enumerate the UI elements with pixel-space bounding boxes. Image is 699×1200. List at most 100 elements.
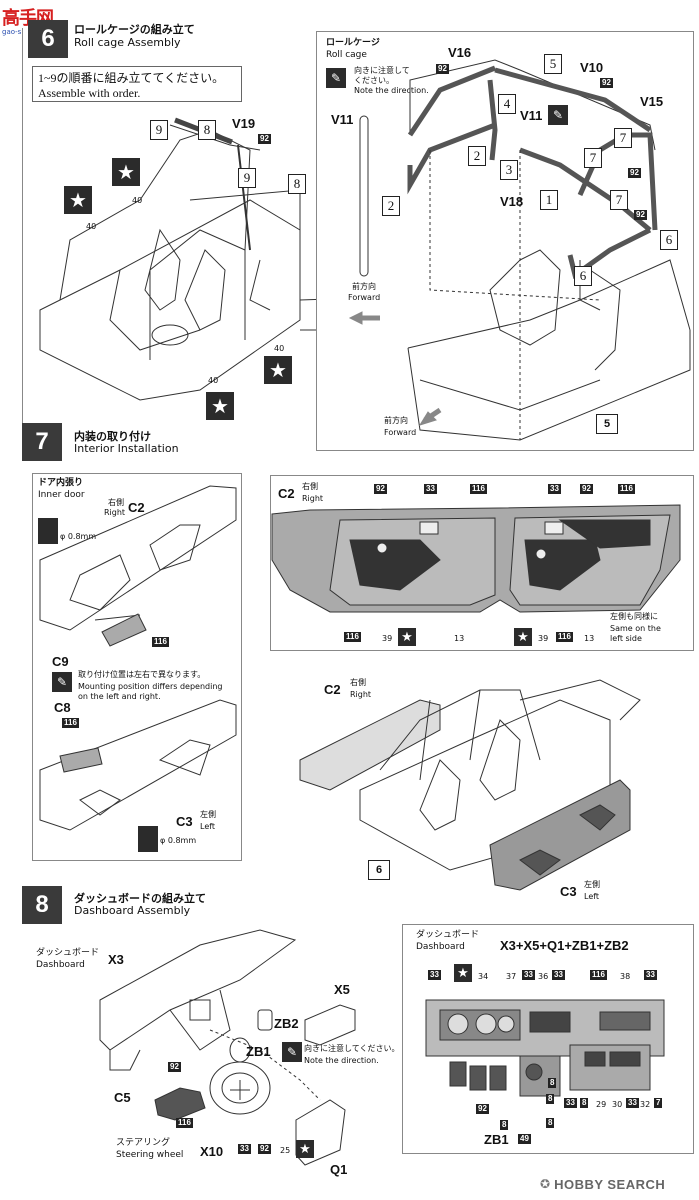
step7-title-jp: 内装の取り付け [74, 430, 151, 443]
step8-x3: X3 [108, 952, 124, 967]
step8-right-top-33a: 33 [428, 970, 441, 980]
step7-drill-1: φ 0.8mm [60, 532, 97, 541]
step8-dash-jp: ダッシュボード [36, 948, 100, 958]
step8-c5: C5 [114, 1090, 131, 1105]
step8-right-bot-8b: 8 [548, 1078, 557, 1088]
step6-detail-box-4: 4 [498, 94, 516, 114]
step7-door-left-en: Left [200, 822, 216, 831]
step6-detail-v11-right: V11 [520, 108, 543, 123]
step8-right-combo: X3+X5+Q1+ZB1+ZB2 [500, 938, 629, 953]
step6-detail-92b: 92 [600, 78, 613, 88]
step8-right-top-38: 38 [620, 972, 631, 981]
step7-door-c8: C8 [54, 700, 71, 715]
step6-detail-title-jp: ロールケージ [326, 38, 380, 48]
step7-c2-top-116a: 116 [470, 484, 487, 494]
step8-title-jp: ダッシュボードの組み立て [74, 892, 206, 905]
step6-note-jp: 1~9の順番に組み立ててください。 [38, 71, 225, 85]
step7-title-en: Interior Installation [74, 442, 179, 455]
step8-title-en: Dashboard Assembly [74, 904, 191, 917]
step8-right-bot-92: 92 [476, 1104, 489, 1114]
step8-dash-en: Dashboard [36, 960, 85, 970]
step7-c2-star-b: ★ [514, 628, 532, 646]
step6-forward-jp: 前方向 [352, 282, 376, 291]
step8-part-33: 33 [238, 1144, 251, 1154]
step8-star-b: ★ [454, 964, 472, 982]
step7-same-jp: 左側も同様に [610, 612, 658, 621]
step7-c2-bottom-39b: 39 [538, 634, 549, 643]
step7-door-116b: 116 [62, 718, 79, 728]
step6-direction-jp2: ください。 [354, 76, 394, 85]
step7-c2-top-33b: 33 [548, 484, 561, 494]
step6-part-40c: 40 [274, 344, 285, 353]
step6-forward-en: Forward [348, 293, 381, 302]
watermark-footer: ✪ HOBBY SEARCH [540, 1174, 696, 1194]
step6-detail-box-5a: 5 [544, 54, 562, 74]
step6-detail-v16: V16 [448, 45, 472, 60]
step7-door-panel [32, 473, 242, 861]
step6-title-en: Roll cage Assembly [74, 36, 181, 49]
step8-steer-en: Steering wheel [116, 1150, 184, 1160]
step8-part-25: 25 [280, 1146, 291, 1155]
step6-detail-92a: 92 [436, 64, 449, 74]
step8-right-49: 49 [518, 1134, 531, 1144]
step6-detail-v15: V15 [640, 94, 664, 109]
step7-c2-label: C2 [278, 486, 295, 501]
step7-mount-en2: on the left and right. [78, 692, 161, 701]
step8-right-bot-8d: 8 [546, 1118, 555, 1128]
step6-note-en: Assemble with order. [38, 86, 141, 100]
step6-detail-title-en: Roll cage [326, 50, 367, 60]
step7-mount-note-icon: ✎ [52, 672, 72, 692]
step6-detail-box-6a: 6 [660, 230, 678, 250]
step8-right-zb1: ZB1 [484, 1132, 509, 1147]
step7-asm-right-jp: 右側 [350, 678, 366, 687]
watermark-footer-brand: HOBBY SEARCH [554, 1176, 666, 1192]
step7-mount-en1: Mounting position differs depending [78, 682, 223, 691]
step8-zb1: ZB1 [246, 1044, 271, 1059]
step6-detail-92d: 92 [634, 210, 647, 220]
step7-door-title-jp: ドア内張り [38, 478, 84, 488]
step6-detail-box-1: 1 [540, 190, 558, 210]
step6-star-4: ★ [206, 392, 234, 420]
step8-right-top-33b: 33 [522, 970, 535, 980]
step7-c2-bottom-13a: 13 [454, 634, 465, 643]
step6-label-v19: V19 [232, 116, 256, 131]
step7-c2-bottom-39a: 39 [382, 634, 393, 643]
hobby-search-icon: ✪ [540, 1177, 551, 1191]
step7-mount-jp: 取り付け位置は左右で異なります。 [78, 670, 206, 679]
step6-star-2: ★ [64, 186, 92, 214]
step8-right-bot-8a: 8 [546, 1094, 555, 1104]
step8-direction-icon: ✎ [282, 1042, 302, 1062]
step8-direction-en: Note the direction. [304, 1056, 379, 1065]
step6-part-92: 92 [258, 134, 271, 144]
step7-drill-2: φ 0.8mm [160, 836, 197, 845]
step8-right-bot-32: 32 [640, 1100, 651, 1109]
step8-right-bot-33b: 33 [626, 1098, 639, 1108]
step8-steer-jp: ステアリング [116, 1138, 171, 1148]
step6-forward2-en: Forward [384, 428, 417, 437]
step6-detail-v10: V10 [580, 60, 604, 75]
step7-drill-icon-2 [138, 826, 158, 852]
step8-right-top-116: 116 [590, 970, 607, 980]
step7-c2-top-116b: 116 [618, 484, 635, 494]
step6-detail-92c: 92 [628, 168, 641, 178]
step6-direction-jp: 向きに注意して [354, 66, 410, 75]
step8-right-bot-8e: 8 [500, 1120, 509, 1130]
step8-right-bot-30: 30 [612, 1100, 623, 1109]
step7-c2-bottom-13b: 13 [584, 634, 595, 643]
step6-part-40d: 40 [208, 376, 219, 385]
step7-c2-top-33a: 33 [424, 484, 437, 494]
step6-detail-v11-left: V11 [331, 112, 354, 127]
step6-detail-note-icon: ✎ [548, 105, 568, 125]
step8-right-bot-7: 7 [654, 1098, 663, 1108]
step7-door-title-en: Inner door [38, 490, 85, 500]
step6-detail-box-7b: 7 [584, 148, 602, 168]
step8-star-a: ★ [296, 1140, 314, 1158]
step7-c2-star-a: ★ [398, 628, 416, 646]
step6-detail-box-7c: 7 [610, 190, 628, 210]
step6-detail-box-5b: 5 [596, 414, 618, 434]
